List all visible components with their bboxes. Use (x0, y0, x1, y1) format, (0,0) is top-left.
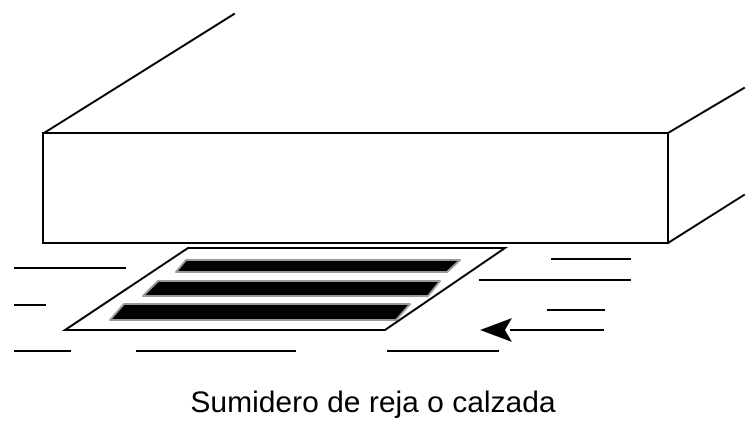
grate-bar (142, 280, 441, 297)
grate-bar (109, 303, 411, 321)
curb-top-right-edge (666, 86, 746, 135)
grate-bar (175, 259, 461, 273)
left-arrow-icon (480, 318, 604, 342)
diagram-caption: Sumidero de reja o calzada (190, 386, 556, 419)
curb-block (42, 132, 669, 244)
curb-bottom-right-edge (666, 193, 746, 245)
curb-top-left-edge (42, 12, 236, 135)
